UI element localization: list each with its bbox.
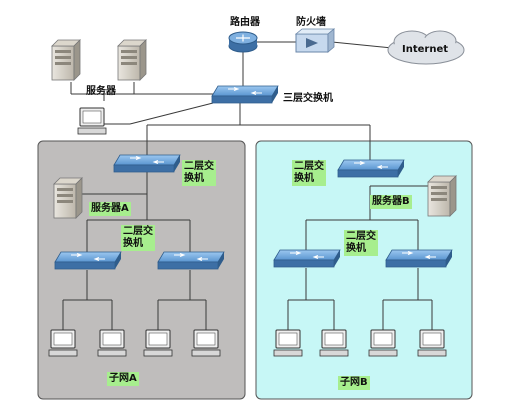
server-b-icon	[427, 175, 457, 217]
computer-icon	[48, 329, 78, 357]
l3-switch-label: 三层交换机	[283, 93, 333, 104]
l2-switch-label: 二层交 换机	[344, 230, 378, 256]
computer-icon	[97, 329, 127, 357]
computer-icon	[368, 329, 398, 357]
router-icon	[228, 31, 258, 53]
l2-switch-label: 二层交 换机	[292, 160, 326, 186]
l2-switch-icon	[385, 249, 453, 268]
internet-label: Internet	[402, 44, 449, 55]
router-label: 路由器	[230, 17, 260, 28]
l3-switch-icon	[211, 85, 279, 104]
l2-switch-icon	[337, 159, 405, 178]
l2-switch-icon	[157, 251, 225, 270]
connection-lines	[62, 41, 433, 330]
l2-switch-icon	[54, 251, 122, 270]
servers-label: 服务器	[86, 86, 116, 97]
computer-icon	[77, 107, 107, 135]
server-icon	[51, 39, 81, 81]
server-a-icon	[53, 177, 83, 219]
subnet-b-label: 子网B	[338, 376, 370, 390]
firewall-label: 防火墙	[296, 17, 326, 28]
subnet-b-zone	[255, 140, 473, 400]
computer-icon	[273, 329, 303, 357]
server-a-label: 服务器A	[89, 202, 131, 216]
internet-cloud-icon	[387, 30, 465, 65]
subnet-a-label: 子网A	[107, 372, 139, 386]
l2-switch-icon	[113, 154, 181, 173]
firewall-icon	[294, 28, 336, 53]
computer-icon	[143, 329, 173, 357]
l2-switch-label: 二层交 换机	[121, 225, 155, 251]
computer-icon	[191, 329, 221, 357]
l2-switch-label: 二层交 换机	[182, 160, 216, 186]
computer-icon	[417, 329, 447, 357]
server-b-label: 服务器B	[370, 195, 412, 209]
l2-switch-icon	[273, 249, 341, 268]
server-icon	[117, 39, 147, 81]
computer-icon	[319, 329, 349, 357]
